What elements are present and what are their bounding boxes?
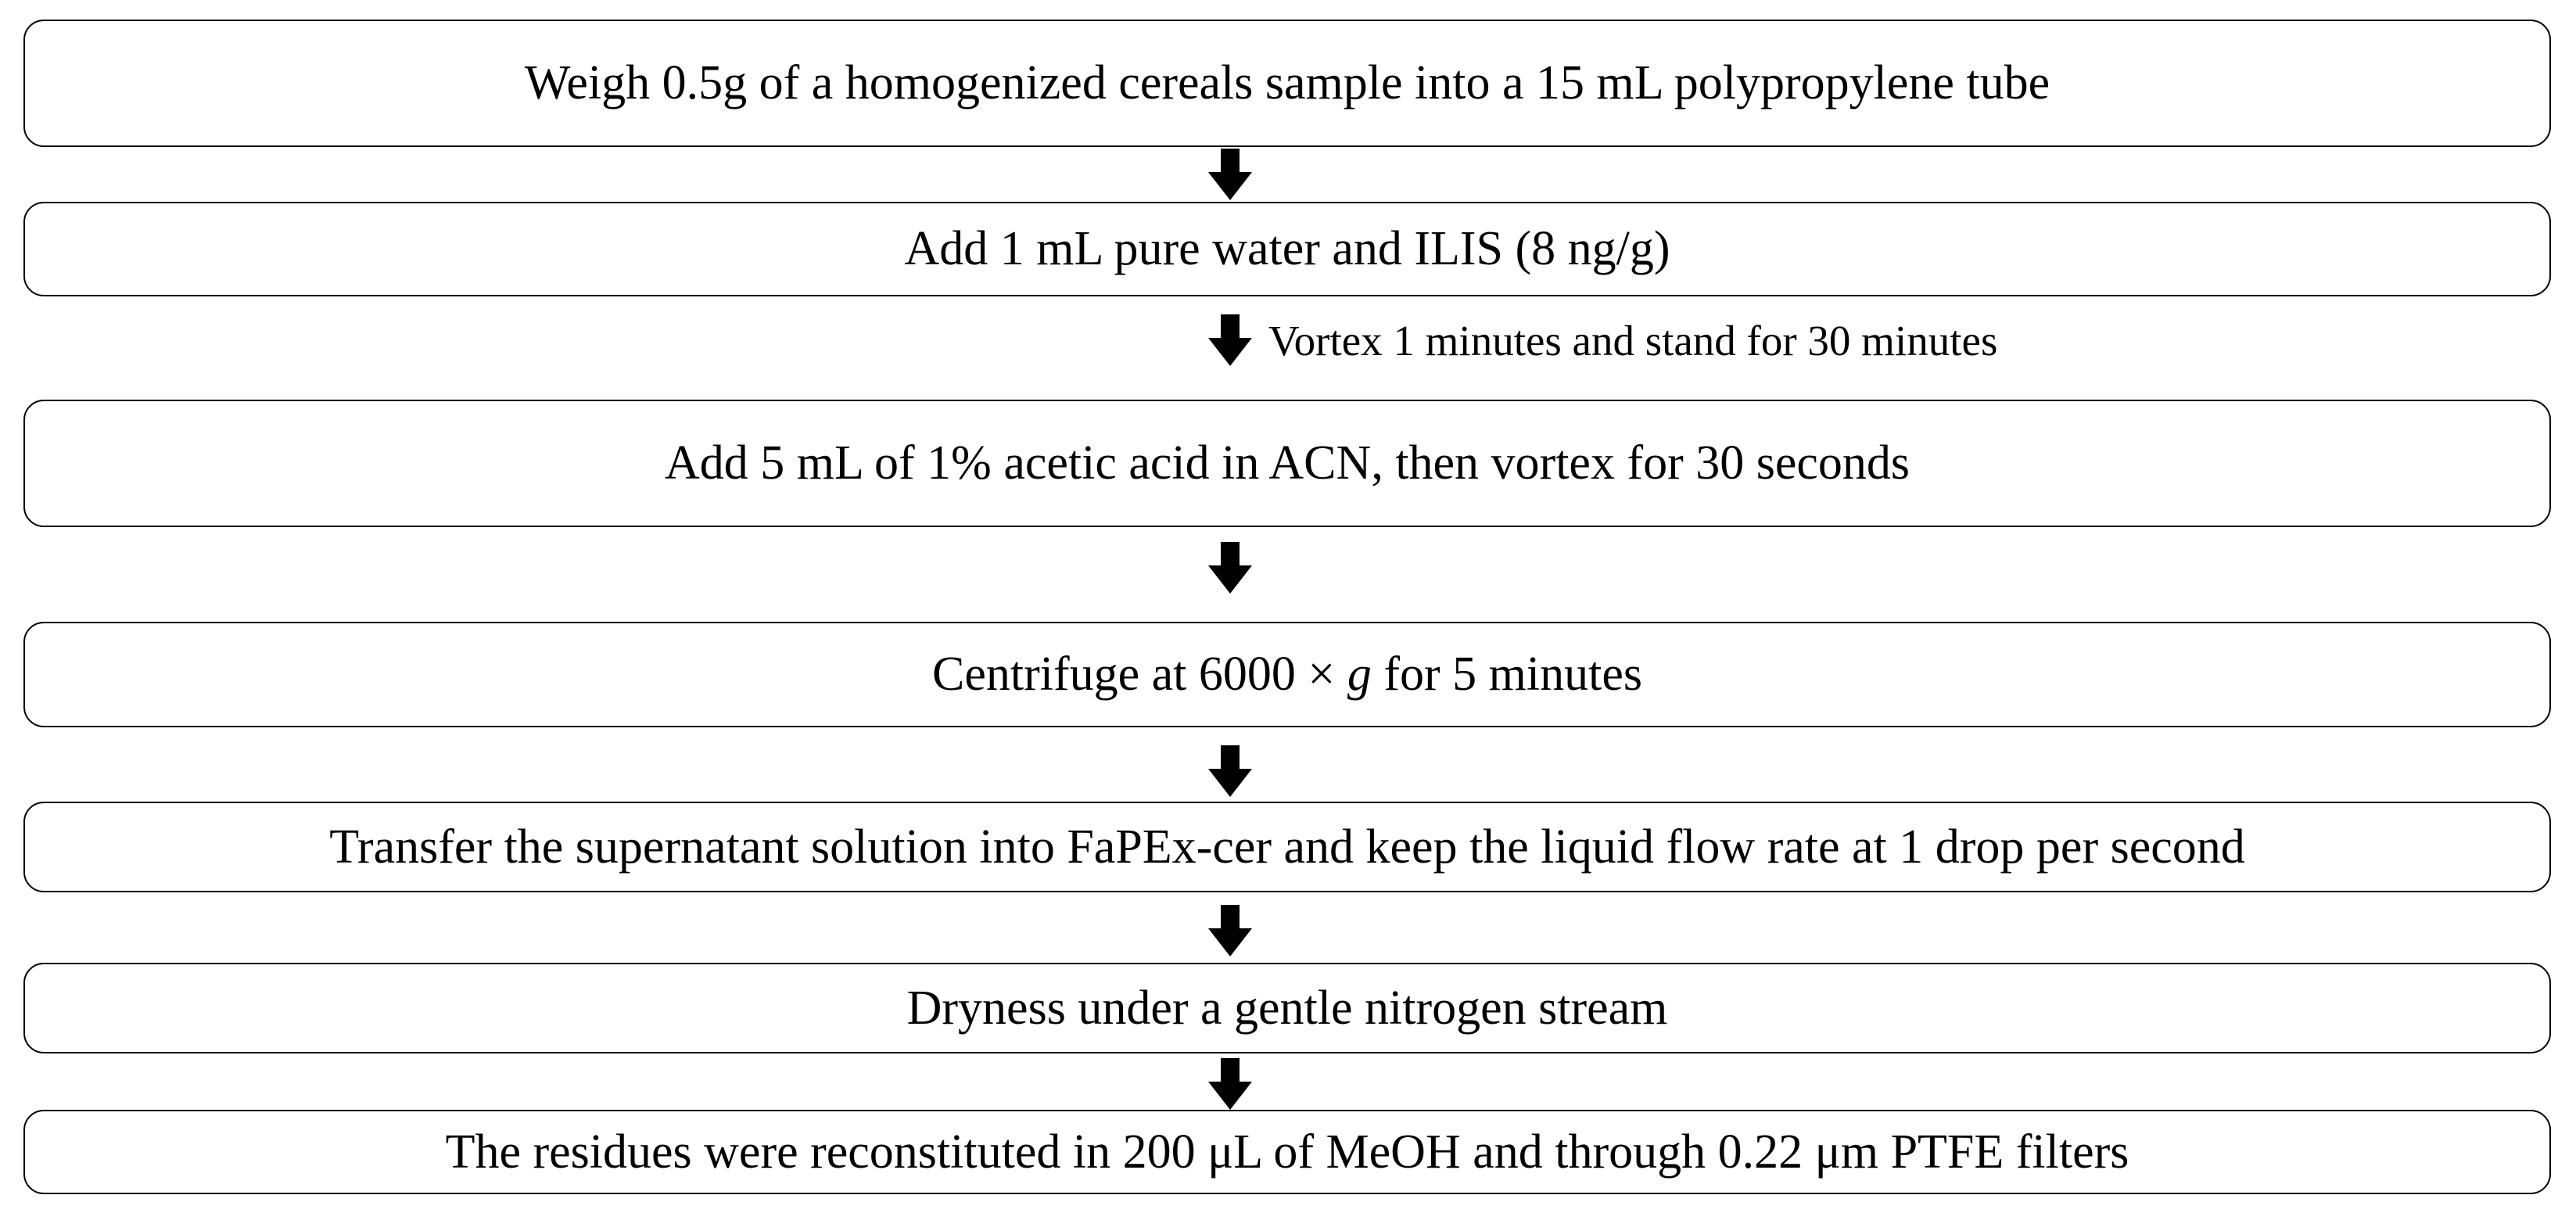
- step-7-text: The residues were reconstituted in 200 μ…: [445, 1125, 2129, 1179]
- step-1-box: Weigh 0.5g of a homogenized cereals samp…: [23, 20, 2551, 147]
- step-6-box: Dryness under a gentle nitrogen stream: [23, 963, 2551, 1053]
- step-2-box: Add 1 mL pure water and ILIS (8 ng/g): [23, 202, 2551, 296]
- down-arrow-icon: [1208, 314, 1252, 366]
- arrow-note: Vortex 1 minutes and stand for 30 minute…: [1268, 316, 1998, 364]
- step-1-text: Weigh 0.5g of a homogenized cereals samp…: [524, 56, 2050, 109]
- down-arrow-icon: [1208, 542, 1252, 594]
- step-4-text-before: Centrifuge at 6000 ×: [932, 648, 1347, 701]
- step-3-text: Add 5 mL of 1% acetic acid in ACN, then …: [664, 436, 1910, 490]
- step-4-text-italic: g: [1347, 648, 1372, 701]
- down-arrow-icon: [1208, 745, 1252, 797]
- step-4-text: Centrifuge at 6000 × g for 5 minutes: [932, 647, 1642, 702]
- step-4-text-after: for 5 minutes: [1371, 648, 1642, 701]
- down-arrow-icon: [1208, 905, 1252, 956]
- down-arrow-icon: [1208, 1058, 1252, 1110]
- step-7-box: The residues were reconstituted in 200 μ…: [23, 1110, 2551, 1194]
- step-4-box: Centrifuge at 6000 × g for 5 minutes: [23, 622, 2551, 727]
- step-2-text: Add 1 mL pure water and ILIS (8 ng/g): [904, 222, 1670, 275]
- down-arrow-icon: [1208, 149, 1252, 200]
- step-3-box: Add 5 mL of 1% acetic acid in ACN, then …: [23, 400, 2551, 527]
- step-5-box: Transfer the supernatant solution into F…: [23, 802, 2551, 892]
- step-5-text: Transfer the supernatant solution into F…: [329, 820, 2245, 874]
- step-6-text: Dryness under a gentle nitrogen stream: [906, 981, 1668, 1035]
